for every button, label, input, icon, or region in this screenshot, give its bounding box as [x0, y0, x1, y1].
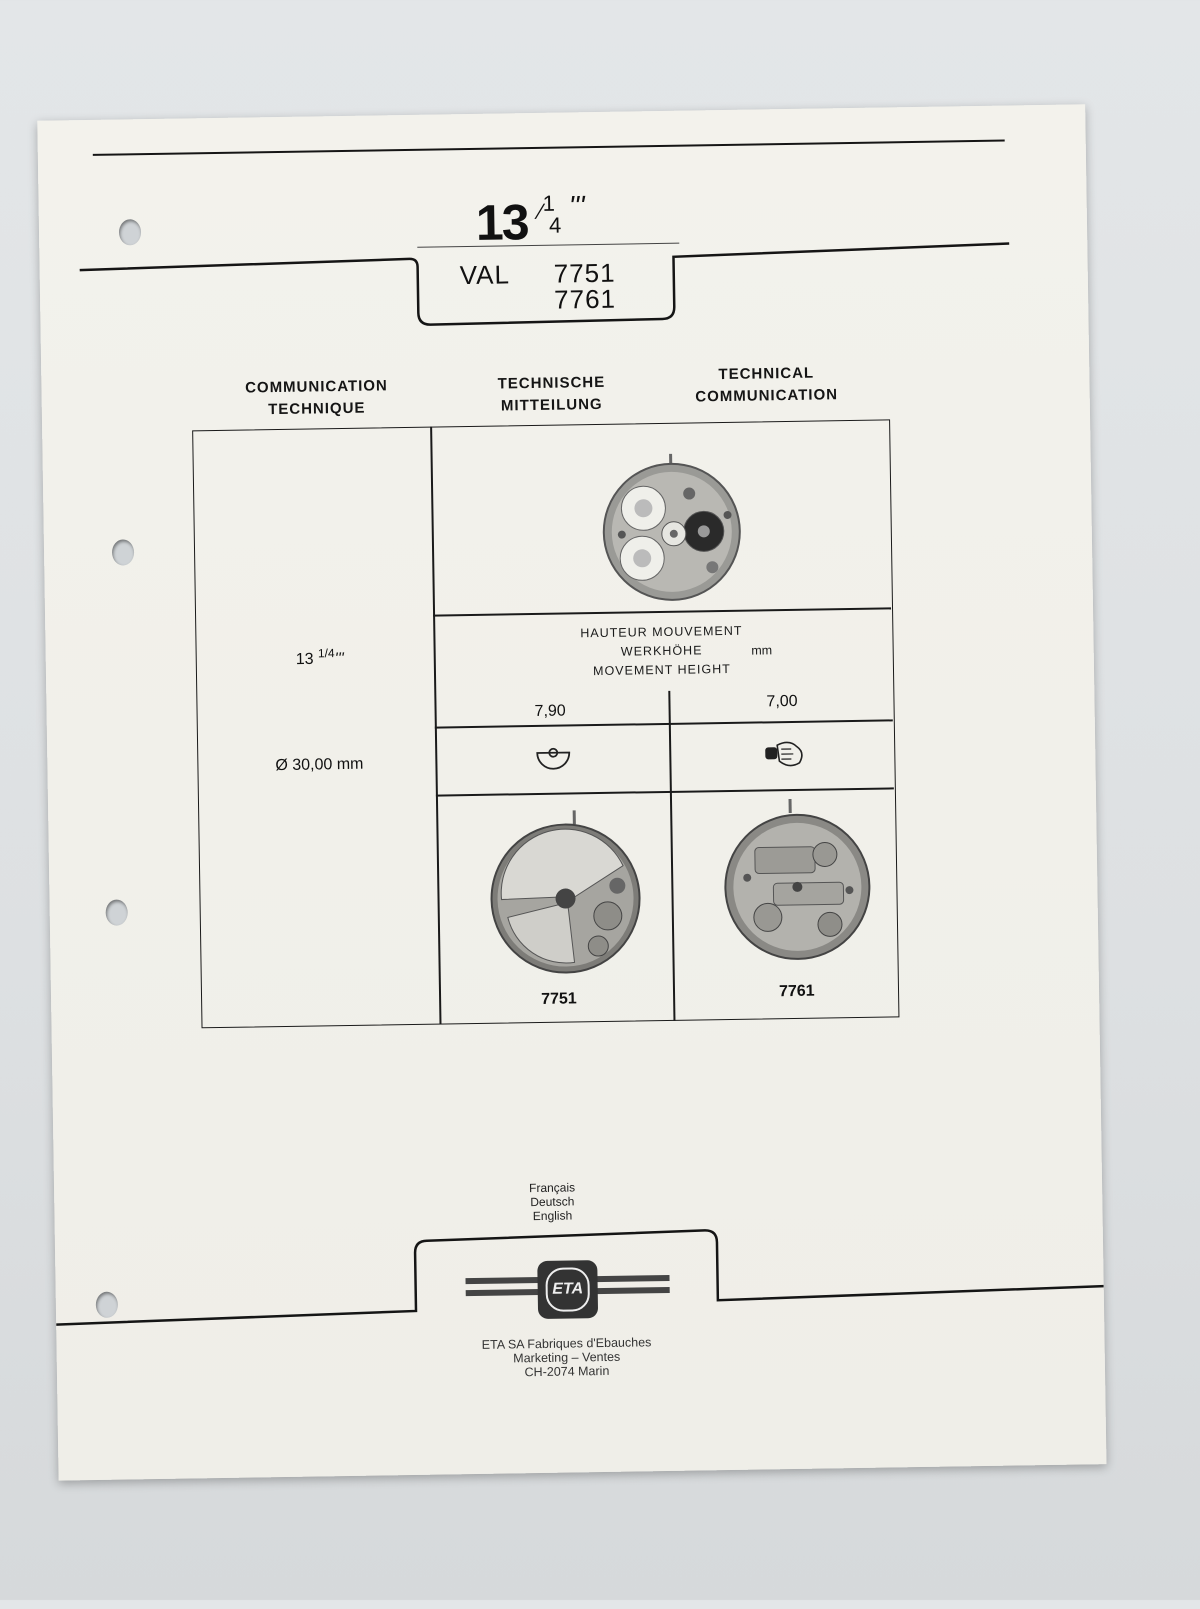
height-unit: mm — [742, 641, 782, 661]
language-de: Deutsch — [512, 1194, 592, 1209]
header-german: TECHNISCHE MITTEILUNG — [481, 372, 622, 418]
title-calibre: 13 — [475, 193, 528, 252]
language-list: Français Deutsch English — [512, 1180, 593, 1223]
binder-hole-lower — [106, 899, 128, 925]
rotor-icon — [533, 742, 573, 773]
movement-7761-image — [716, 796, 879, 964]
page: 13 1 ⁄ 4 ''' VAL 7751 7761 COMMUNICATION… — [37, 104, 1106, 1480]
title-fraction-den: 4 — [549, 213, 562, 239]
height-value-7761: 7,00 — [766, 693, 797, 711]
val-model-2: 7761 — [554, 284, 616, 316]
height-label-en: MOVEMENT HEIGHT — [562, 659, 762, 681]
address-line-3: CH-2074 Marin — [457, 1363, 677, 1380]
movement-7751-label: 7751 — [541, 990, 577, 1009]
header-french: COMMUNICATION TECHNIQUE — [231, 375, 402, 422]
movement-height-labels: HAUTEUR MOUVEMENT WERKHÖHE MOVEMENT HEIG… — [561, 621, 762, 681]
val-label: VAL — [460, 259, 511, 291]
header-english-line2: COMMUNICATION — [682, 384, 852, 409]
height-label-fr: HAUTEUR MOUVEMENT — [561, 621, 761, 643]
dial-side-movement-image — [590, 445, 752, 607]
eta-logo-ring: ETA — [545, 1267, 590, 1312]
title-fraction-bar: ⁄ — [539, 199, 543, 225]
calibre-size-fraction: 1/4 — [318, 646, 335, 660]
hand-wind-icon — [761, 737, 808, 772]
header-french-line1: COMMUNICATION — [231, 375, 401, 400]
header-english: TECHNICAL COMMUNICATION — [681, 362, 852, 409]
diameter-value: Ø 30,00 mm — [275, 756, 363, 775]
company-address: ETA SA Fabriques d'Ebauches Marketing – … — [456, 1335, 677, 1380]
calibre-size-text: 13 — [296, 651, 319, 668]
movement-7751-image — [476, 805, 649, 978]
eta-logo: ETA — [465, 1259, 670, 1322]
movement-7761-label: 7761 — [779, 983, 815, 1002]
header-german-line1: TECHNISCHE — [481, 372, 621, 396]
eta-logo-badge: ETA — [537, 1260, 598, 1319]
calibre-size-mark: ''' — [335, 650, 344, 667]
header-french-line2: TECHNIQUE — [232, 397, 402, 422]
binder-hole-upper — [112, 539, 134, 565]
title-lines-mark: ''' — [568, 190, 585, 222]
language-fr: Français — [512, 1180, 592, 1195]
header-english-line1: TECHNICAL — [681, 362, 851, 387]
height-value-7751: 7,90 — [534, 703, 565, 721]
header-german-line2: MITTEILUNG — [482, 394, 622, 418]
calibre-size: 13 1/4''' — [296, 646, 344, 669]
top-rule — [93, 140, 1005, 156]
title-frame — [79, 226, 1010, 336]
eta-logo-text: ETA — [552, 1280, 583, 1297]
